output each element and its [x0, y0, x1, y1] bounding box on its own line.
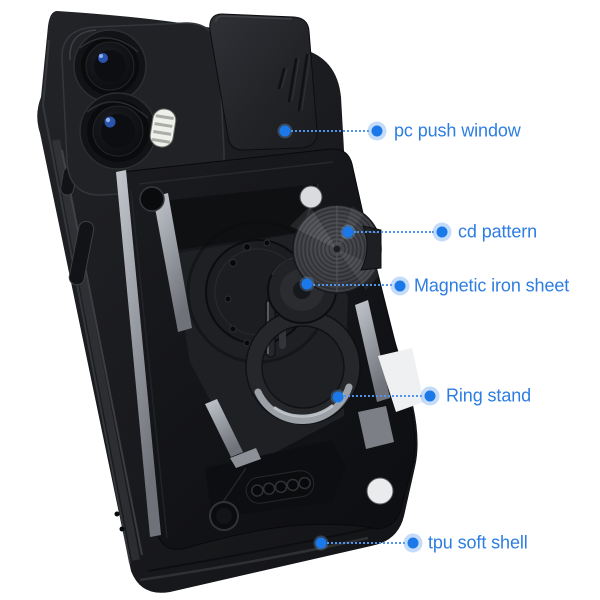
cover-grip-lines: [277, 53, 309, 112]
side-button: [60, 166, 95, 286]
callout-dotted-line: [354, 231, 434, 233]
callout-dotted-line: [344, 395, 422, 397]
callout-dotted-line: [313, 284, 392, 286]
callout-point-dot: [342, 226, 354, 238]
cd-pattern-disc: [290, 204, 384, 294]
camera-slide-cover: [209, 13, 318, 151]
callout-point-dot: [301, 278, 313, 290]
camera-lens: [79, 92, 157, 170]
callout-label: Ring stand: [446, 385, 532, 406]
callout-label-dot: [371, 125, 383, 137]
callout-point-dot: [332, 391, 344, 403]
callout-label-dot: [436, 226, 448, 238]
callout-label: tpu soft shell: [428, 532, 528, 553]
callout-label: cd pattern: [458, 221, 538, 242]
callout-label: Magnetic iron sheet: [414, 275, 570, 296]
camera-flash: [149, 108, 177, 148]
callout-point-dot: [279, 125, 291, 137]
callout-label-dot: [394, 280, 406, 292]
speaker-dimples: [245, 470, 315, 504]
camera-lens: [73, 29, 147, 103]
callout-label: pc push window: [394, 120, 521, 141]
callout-label-dot: [424, 390, 436, 402]
callout-dotted-line: [291, 130, 369, 132]
armor-back-plate: [116, 148, 424, 550]
callout-dotted-line: [327, 542, 405, 544]
silver-accents: [116, 170, 424, 537]
callout-label-dot: [407, 537, 419, 549]
callout-point-dot: [315, 537, 327, 549]
camera-module: [61, 22, 225, 196]
